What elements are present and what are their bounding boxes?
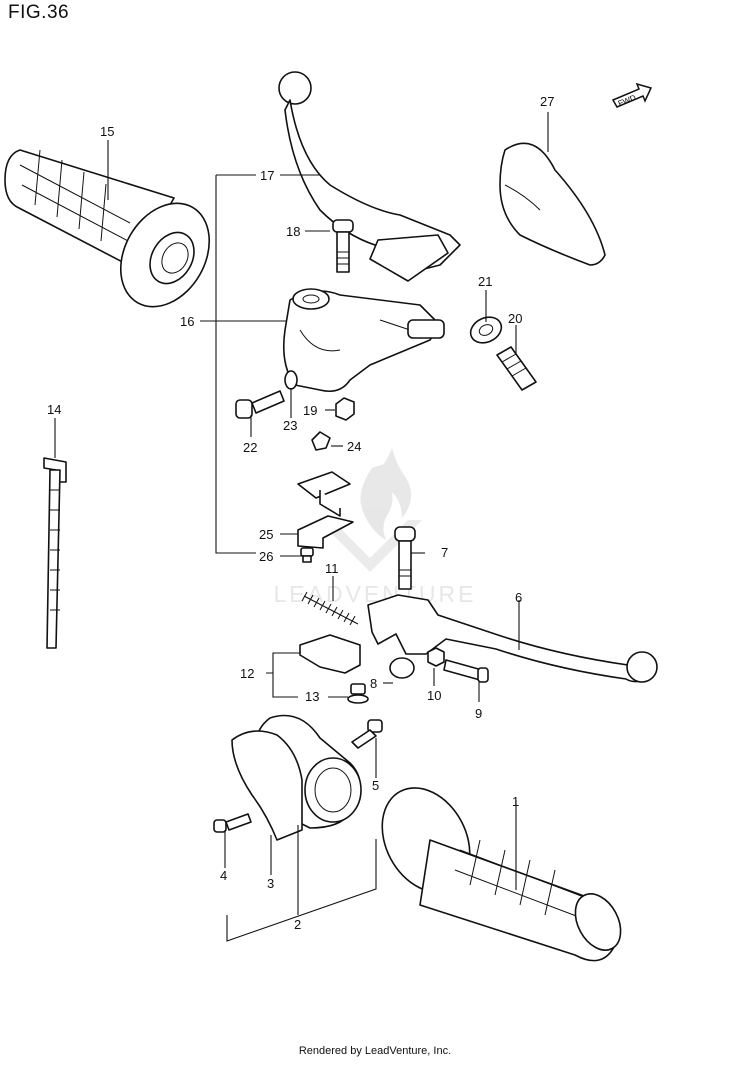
part-19-nut <box>335 397 355 421</box>
callouts: 1 2 3 4 5 6 7 8 9 10 11 12 13 14 15 16 1… <box>47 94 554 932</box>
callout-2: 2 <box>294 917 301 932</box>
callout-20: 20 <box>508 311 522 326</box>
part-8-collar <box>389 657 415 679</box>
callout-15: 15 <box>100 124 114 139</box>
part-18-pivot-bolt <box>332 219 354 273</box>
part-27-lever-cover <box>499 142 606 266</box>
part-26-screw <box>300 547 314 563</box>
part-9-bolt <box>443 659 489 683</box>
part-14-cable-tie <box>43 457 67 649</box>
callout-11: 11 <box>325 561 339 576</box>
part-23-washer <box>284 370 298 390</box>
callout-8: 8 <box>370 676 377 691</box>
callout-13: 13 <box>305 689 319 704</box>
part-4-screw <box>213 813 252 833</box>
part-17-front-brake-lever <box>278 71 461 282</box>
fwd-label: FWD <box>617 93 637 108</box>
part-24-clip <box>311 431 331 451</box>
callout-6: 6 <box>515 590 522 605</box>
callout-17: 17 <box>260 168 274 183</box>
callout-14: 14 <box>47 402 61 417</box>
callout-9: 9 <box>475 706 482 721</box>
part-3-housing-cover <box>231 730 303 841</box>
callout-26: 26 <box>259 549 273 564</box>
callout-22: 22 <box>243 440 257 455</box>
footer-credit: Rendered by LeadVenture, Inc. <box>298 1045 452 1057</box>
part-11-spring <box>301 591 359 626</box>
part-6-clutch-lever <box>367 594 658 683</box>
watermark-flame-icon <box>360 448 412 540</box>
part-7-pivot-bolt <box>394 526 416 590</box>
callout-18: 18 <box>286 224 300 239</box>
part-13-screw <box>347 683 369 704</box>
callout-1: 1 <box>512 794 519 809</box>
callout-12: 12 <box>240 666 254 681</box>
part-10-nut <box>427 647 445 667</box>
callout-25: 25 <box>259 527 273 542</box>
part-12-clutch-bracket <box>299 634 361 674</box>
part-20-adjuster-screw <box>496 346 537 391</box>
callout-7: 7 <box>441 545 448 560</box>
part-16-lever-holder <box>282 288 445 393</box>
switch-plate <box>297 471 351 517</box>
fwd-arrow-icon: FWD <box>611 82 653 108</box>
callout-24: 24 <box>347 439 361 454</box>
leader-lines <box>54 112 549 942</box>
part-1-right-grip <box>381 787 622 962</box>
figure-title: FIG.36 <box>8 2 70 23</box>
callout-19: 19 <box>303 403 317 418</box>
part-21-adjuster-nut <box>469 316 503 344</box>
callout-5: 5 <box>372 778 379 793</box>
callout-10: 10 <box>427 688 441 703</box>
part-25-brake-switch <box>297 515 354 549</box>
part-5-screw <box>351 719 383 749</box>
callout-3: 3 <box>267 876 274 891</box>
part-22-bolt <box>235 390 285 419</box>
part-15-left-grip <box>4 149 211 308</box>
callout-23: 23 <box>283 418 297 433</box>
callout-16: 16 <box>180 314 194 329</box>
callout-4: 4 <box>220 868 227 883</box>
callout-27: 27 <box>540 94 554 109</box>
callout-21: 21 <box>478 274 492 289</box>
